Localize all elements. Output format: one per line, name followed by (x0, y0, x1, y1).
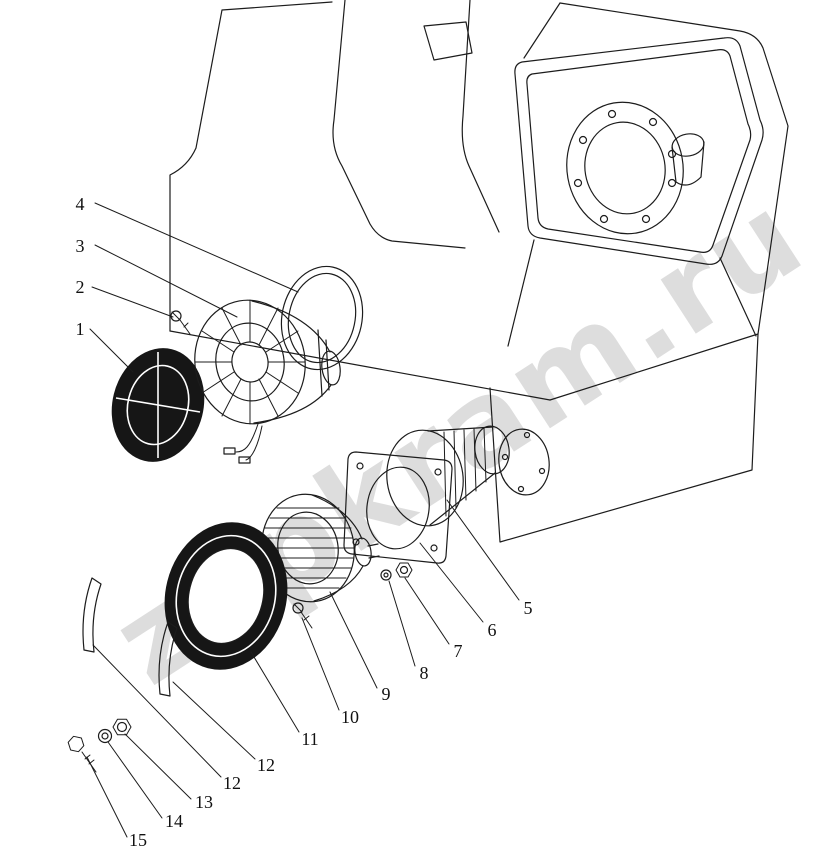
vehicle-body (169, 0, 789, 543)
frame-box (489, 333, 759, 543)
lens-flutes (194, 299, 306, 425)
leader-lines (86, 202, 520, 838)
callout-label-5: 5 (524, 598, 533, 618)
callout-label-7: 7 (454, 641, 463, 661)
callout-label-9: 9 (382, 684, 391, 704)
callout-label-11: 11 (301, 729, 318, 749)
callout-label-2: 2 (76, 277, 85, 297)
recess-outer (514, 37, 764, 265)
callout-label-12a: 12 (257, 755, 275, 775)
lamp-wires (223, 423, 263, 464)
callout-label-3: 3 (76, 236, 85, 256)
body-outline-left (169, 1, 333, 332)
body-bottom-edge (169, 330, 551, 401)
headlamp-mount-flange (566, 101, 684, 235)
panel-edge (523, 2, 561, 59)
part-strip-right (158, 621, 178, 697)
part-nut-upper (395, 562, 413, 578)
callout-label-6: 6 (488, 620, 497, 640)
part-nut-lower (112, 718, 132, 736)
part-headlamp-unit (194, 299, 341, 464)
callout-label-14: 14 (165, 811, 183, 831)
callout-label-13: 13 (195, 792, 213, 812)
vent-opening (423, 21, 473, 61)
part-mounting-gasket (343, 451, 453, 564)
part-screw-upper (170, 310, 191, 335)
recess-inner (526, 49, 752, 253)
callout-label-8: 8 (420, 663, 429, 683)
part-gasket-ring (280, 265, 364, 371)
part-washer-upper (380, 569, 392, 581)
part-washer-lower (97, 728, 113, 744)
housing-hatch (443, 427, 487, 517)
part-rim (111, 348, 205, 462)
callout-label-12b: 12 (223, 773, 241, 793)
callout-label-4: 4 (76, 194, 85, 214)
callout-label-10: 10 (341, 707, 359, 727)
part-screw-lower (292, 602, 313, 629)
part-rubber-ring (164, 522, 288, 670)
body-right-outline (549, 2, 789, 401)
body-corner-line (719, 257, 757, 337)
body-contour-line (507, 239, 535, 347)
callout-label-1: 1 (76, 319, 85, 339)
callout-labels: 4 3 2 1 5 6 7 8 9 10 11 12 12 13 14 15 (76, 194, 533, 850)
part-housing (386, 425, 510, 527)
part-strip-left (82, 577, 102, 653)
filler-cap (671, 133, 705, 186)
hood-crease (332, 0, 466, 249)
cab-seam (461, 0, 500, 233)
callout-label-15: 15 (129, 830, 147, 850)
